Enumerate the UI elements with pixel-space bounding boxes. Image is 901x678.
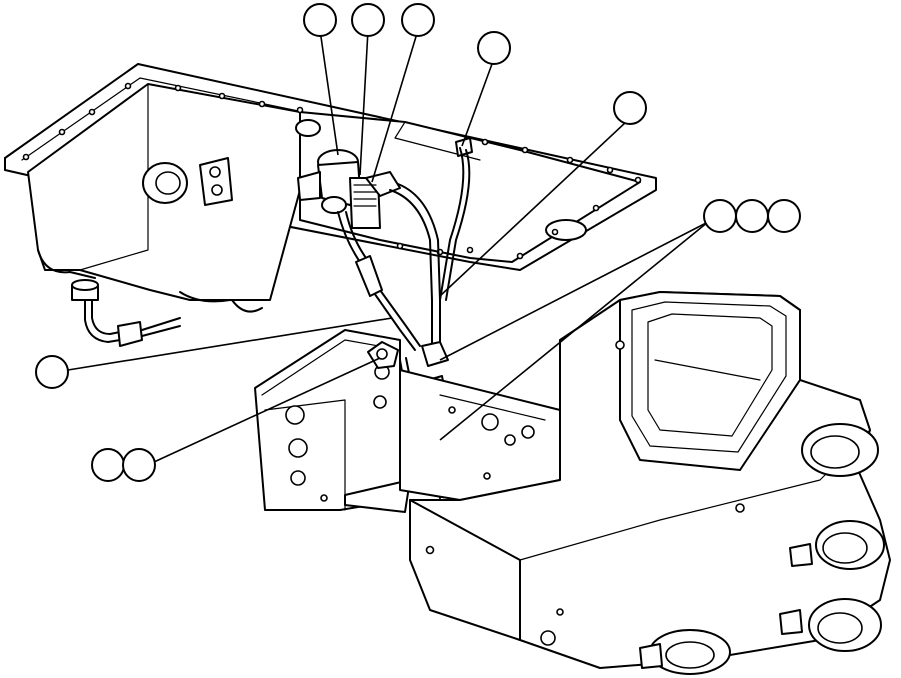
leader-lines	[67, 29, 709, 463]
drain-fitting	[71, 279, 181, 347]
callout-10	[91, 448, 125, 482]
callout-11	[122, 448, 156, 482]
callout-8	[767, 199, 801, 233]
callout-5	[613, 91, 647, 125]
transmission-case	[409, 291, 891, 675]
sender-assembly	[297, 137, 473, 229]
callout-6	[703, 199, 737, 233]
callout-3	[401, 3, 435, 37]
valve-block	[254, 329, 561, 513]
callout-7	[735, 199, 769, 233]
callout-1	[303, 3, 337, 37]
callout-2	[351, 3, 385, 37]
callout-9	[35, 355, 69, 389]
callout-4	[477, 31, 511, 65]
